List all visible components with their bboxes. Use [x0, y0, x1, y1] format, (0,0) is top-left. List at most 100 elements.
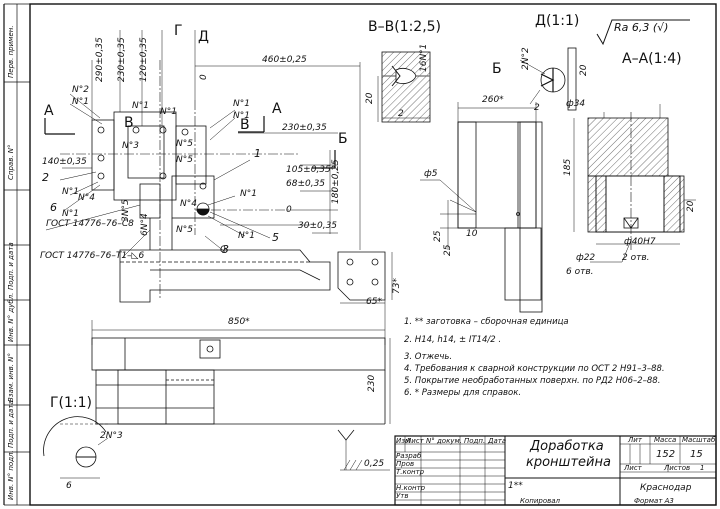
side-label-dup-inv: Инв. N° дубл.	[7, 292, 15, 342]
tb-mass: 152	[656, 449, 676, 460]
marker-pos-5: 5	[272, 231, 279, 244]
marker-n1-a: N°1	[72, 97, 89, 107]
note-2: 2. H14, h14, ± IT14/2 .	[404, 335, 502, 345]
letter-v-2: В	[240, 117, 250, 133]
dim-d-2n2: 2N°2	[521, 47, 531, 70]
dim-g-2n3: 2N°3	[100, 431, 123, 441]
marker-n5-c: N°5	[176, 225, 193, 235]
tb-format: Формат А3	[634, 497, 674, 505]
dim-185: 185	[563, 158, 573, 176]
lower-view	[91, 337, 391, 471]
tb-data: Дата	[488, 437, 507, 445]
marker-n1-f: N°1	[62, 187, 79, 197]
dim-b-10: 10	[466, 229, 478, 239]
dim-aa-20: 20	[686, 200, 696, 212]
marker-n1-h: N°1	[240, 189, 257, 199]
tb-sheets-lbl: Листов	[664, 464, 691, 472]
marker-pos-6: 6	[50, 201, 57, 214]
dim-0-25: 0,25	[364, 459, 385, 469]
dim-0-low: 0	[220, 245, 226, 255]
marker-n1-c: N°1	[160, 107, 177, 117]
marker-n5-a: N°5	[176, 139, 193, 149]
letter-d: Д	[198, 29, 209, 45]
letter-v-1: В	[124, 115, 134, 131]
dim-65: 65*	[366, 297, 382, 307]
tb-nkontr: Н.контр	[396, 484, 426, 492]
marker-pos-3: 3	[222, 243, 229, 256]
dim-22: ф22	[576, 253, 596, 263]
marker-n1-i: N°1	[238, 231, 255, 241]
dim-b-5: ф5	[424, 169, 438, 179]
section-aa-title: А–А(1:4)	[622, 51, 682, 67]
marker-n1-e: N°1	[233, 111, 250, 121]
note-5: 5. Покрытие необработанных поверхн. по Р…	[404, 376, 661, 386]
tb-prov: Пров	[396, 460, 415, 468]
side-label-ref: Справ. N°	[7, 144, 15, 180]
tb-scale: 15	[690, 449, 703, 460]
tb-razrab: Разраб	[396, 452, 422, 460]
view-b	[420, 102, 543, 313]
side-label-repl-inv: Взам. инв. N°	[7, 353, 15, 402]
dim-230: 230±0,35	[117, 37, 127, 82]
tb-material: 1**	[508, 481, 523, 491]
title-block	[394, 435, 717, 506]
tb-utv: Утв	[396, 492, 409, 500]
dim-6n4: 6N°4	[140, 213, 150, 236]
marker-n3: N°3	[122, 141, 139, 151]
dim-b-25a: 25	[433, 230, 443, 242]
note-6: 6. * Размеры для справок.	[404, 388, 522, 398]
dim-6otv: 6 отв.	[566, 267, 594, 277]
dim-850: 850*	[228, 317, 250, 327]
dim-d-34: ф34	[566, 99, 586, 109]
dim-180: 180±0,25	[331, 159, 341, 204]
dim-0-top: 0	[199, 74, 209, 80]
marker-n1-b: N°1	[132, 101, 149, 111]
side-strip	[3, 3, 30, 506]
marker-n1-g: N°1	[62, 209, 79, 219]
dim-bb-2: 2	[398, 109, 404, 119]
tb-title-1: Доработка	[530, 439, 604, 454]
section-bb-title: В–В(1:2,5)	[368, 19, 442, 35]
tb-tkontr: Т.контр	[396, 468, 425, 476]
tb-mass-h: Масса	[654, 436, 677, 444]
tb-org: Краснодар	[640, 483, 692, 493]
tb-sheet: Лист	[624, 464, 642, 472]
letter-g: Г	[174, 23, 183, 39]
tb-podp: Подп.	[464, 437, 486, 445]
tb-lit: Лит	[628, 436, 642, 444]
dim-2otv: 2 отв.	[622, 253, 650, 263]
dim-140: 140±0,35	[42, 157, 87, 167]
dim-30: 30±0,35	[298, 221, 338, 231]
marker-pos-2: 2	[42, 171, 49, 184]
marker-n5-b: N°5	[176, 155, 193, 165]
side-label-orig-inv: Инв. N° подл.	[7, 450, 15, 500]
dim-40h7: ф40H7	[624, 237, 656, 247]
tb-scale-h: Масштаб	[682, 436, 716, 444]
dim-b-25b: 25	[443, 244, 453, 256]
dim-460: 460±0,25	[262, 55, 307, 65]
dim-230-v: 230	[367, 374, 377, 392]
dim-bb-20: 20	[365, 92, 375, 104]
marker-pos-1: 1	[254, 147, 261, 160]
dim-d-2: 2	[534, 103, 540, 113]
dim-230-h: 230±0,35	[282, 123, 327, 133]
side-label-sign-date-2: Подп. и дата	[7, 400, 15, 448]
dim-290: 290±0,35	[95, 37, 105, 82]
section-bb	[377, 51, 431, 123]
dim-120: 120±0,35	[139, 37, 149, 82]
tb-copied: Копировал	[520, 497, 560, 505]
letter-a-left: А	[44, 103, 54, 119]
side-label-sign-date-1: Подп. и дата	[7, 242, 15, 290]
section-aa	[573, 104, 696, 263]
tb-sheets: 1	[700, 464, 705, 472]
dim-bb-16n1: 16N°1	[419, 43, 429, 72]
gost-label-1: ГОСТ 14776–76–С8	[46, 219, 134, 229]
roughness-label: Ra 6,3 (√)	[614, 21, 669, 34]
marker-n2: N°2	[72, 85, 89, 95]
dim-260: 260*	[482, 95, 504, 105]
dim-73: 73*	[392, 278, 402, 294]
tb-title-2: кронштейна	[526, 455, 611, 470]
side-label-first-use: Перв. примен.	[7, 25, 15, 78]
